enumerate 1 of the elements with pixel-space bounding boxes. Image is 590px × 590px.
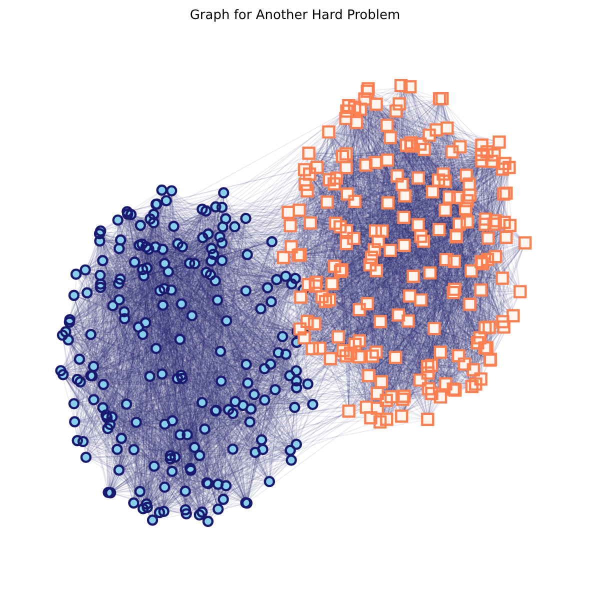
chart-title: Graph for Another Hard Problem — [188, 8, 402, 23]
